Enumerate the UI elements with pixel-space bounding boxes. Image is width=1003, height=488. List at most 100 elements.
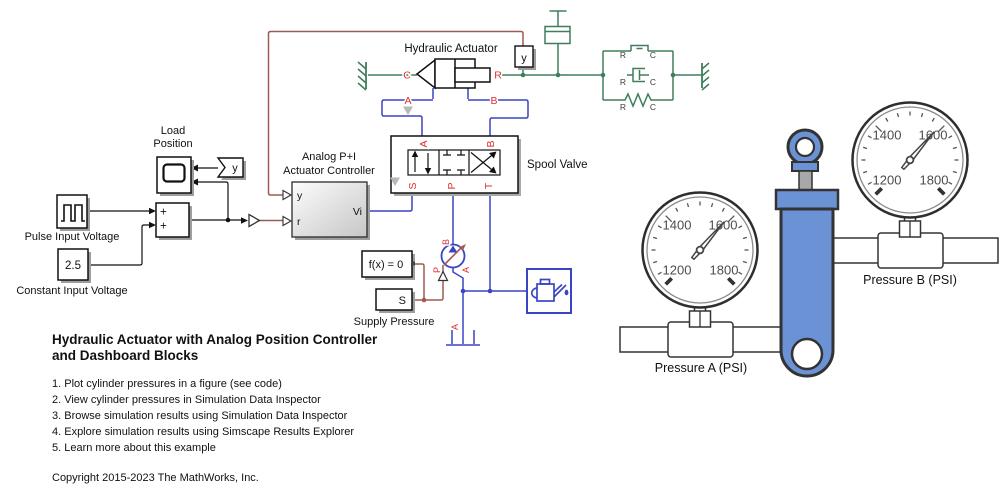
from-tag-text: y (232, 163, 238, 175)
controller-port-r-label: r (297, 216, 301, 228)
physical-signal-node (421, 297, 427, 303)
sum-block[interactable]: + + (155, 202, 192, 240)
cylinder-top-eye-hole (794, 136, 816, 158)
description-item-3[interactable]: 3. Browse simulation results using Simul… (52, 410, 348, 422)
spring-damper-network[interactable] (602, 44, 674, 108)
description-item-4[interactable]: 4. Explore simulation results using Sims… (52, 426, 355, 438)
description-title-line1: Hydraulic Actuator with Analog Position … (52, 332, 378, 347)
damper-port-c: C (650, 77, 656, 87)
mass-block[interactable] (544, 10, 571, 45)
actuator-port-a: A (404, 95, 411, 107)
mechanical-connections (357, 43, 710, 91)
constant-label: Constant Input Voltage (16, 285, 127, 297)
valve-port-t: T (483, 182, 495, 189)
supply-pressure-block[interactable]: S (375, 288, 415, 313)
description-item-5[interactable]: 5. Learn more about this example (52, 442, 216, 454)
gauge-a-hub (695, 245, 705, 255)
pulse-generator-block[interactable] (56, 194, 90, 231)
solver-port-nub (411, 261, 415, 266)
controller-label-line2: Actuator Controller (283, 165, 375, 177)
gauge-a-tick-label-1600: 1600 (709, 218, 738, 233)
from-tag-y[interactable]: y (216, 157, 246, 180)
hydraulic-fluid-block[interactable] (526, 268, 572, 314)
controller-label-line1: Analog P+I (302, 151, 356, 163)
cylinder-rod (798, 170, 813, 192)
pressure-gauge-a[interactable]: 1400 1600 1200 1800 (641, 191, 759, 328)
pipe-pressure-b (825, 232, 999, 269)
cylinder-body (779, 207, 835, 378)
constant-block[interactable]: 2.5 (57, 248, 91, 283)
direction-arrow-valve-s (390, 177, 400, 186)
controller-port-triangles (282, 189, 293, 227)
description-copyright: Copyright 2015-2023 The MathWorks, Inc. (52, 472, 259, 484)
spool-valve-icon-arrowheads (411, 150, 497, 175)
actuator-port-r: R (494, 70, 502, 82)
pump-arrowhead (459, 244, 466, 251)
description-item-2[interactable]: 2. View cylinder pressures in Simulation… (52, 394, 321, 406)
load-position-scope-block[interactable] (156, 156, 194, 196)
supply-label: Supply Pressure (354, 316, 435, 328)
gauge-a-end-marks (664, 276, 736, 286)
solver-configuration-block[interactable]: f(x) = 0 (361, 250, 415, 280)
gauge-a-tick-label-1400: 1400 (663, 218, 692, 233)
mechanical-nodes (520, 72, 676, 78)
hydraulic-cylinder-graphic (774, 128, 840, 378)
pump-arrow-icon (443, 246, 463, 266)
solver-text: f(x) = 0 (369, 259, 404, 271)
goto-tag-y[interactable]: y (514, 45, 536, 70)
pump-triangle-icon (448, 245, 458, 253)
sum-sign-2: + (160, 221, 167, 233)
pressure-source-block[interactable] (440, 243, 467, 269)
controller-port-vi-label: Vi (353, 206, 362, 218)
cylinder-cap (774, 188, 840, 211)
description-title: Hydraulic Actuator with Analog Position … (52, 332, 377, 364)
description: Hydraulic Actuator with Analog Position … (52, 332, 377, 486)
goto-tag-text: y (521, 53, 527, 65)
simulink-ps-converter[interactable] (248, 213, 261, 228)
valve-port-p: P (446, 182, 458, 189)
hydraulic-actuator-block[interactable] (415, 58, 491, 90)
gauge-b-tick-label-1200: 1200 (873, 173, 902, 188)
pulse-label: Pulse Input Voltage (25, 231, 120, 243)
controller-block[interactable]: y r Vi (291, 181, 370, 240)
damper-port-r: R (620, 77, 626, 87)
pressure-gauge-b[interactable]: 1400 1600 1200 1800 (851, 101, 969, 238)
tank-port-a: A (450, 324, 460, 330)
spring-port-c: C (650, 102, 656, 112)
pulse-wave-icon (61, 204, 85, 222)
valve-port-a: A (418, 140, 430, 147)
gauge-b-hub (905, 155, 915, 165)
gauge-b-tick-label-1800: 1800 (920, 173, 949, 188)
signal-branch-node (225, 217, 231, 223)
constant-value: 2.5 (65, 260, 81, 272)
valve-port-s: S (407, 182, 419, 189)
actuator-port-b: B (490, 95, 497, 107)
spool-valve-block[interactable] (390, 135, 521, 196)
description-item-1[interactable]: 1. Plot cylinder pressures in a figure (… (52, 378, 282, 390)
physical-signal-connections (259, 30, 524, 301)
pump-port-p: P (432, 267, 442, 273)
spring-port-r: R (620, 102, 626, 112)
oil-can-icon (530, 278, 569, 302)
hydraulic-connections (367, 88, 529, 346)
scope-label-line2: Position (153, 138, 192, 150)
tank-block (446, 330, 480, 346)
pressure-a-label: Pressure A (PSI) (655, 361, 747, 375)
pipe-pressure-a (619, 321, 789, 358)
cylinder-bottom-eye-hole (790, 337, 824, 371)
description-title-line2: and Dashboard Blocks (52, 348, 199, 363)
pump-port-a: A (461, 267, 471, 273)
supply-text: S (399, 295, 406, 307)
gauge-b-end-marks (874, 186, 946, 196)
sum-sign-1: + (160, 207, 167, 219)
hardstop-port-c: C (650, 50, 656, 60)
hydraulic-nodes (460, 288, 493, 294)
scope-label-line1: Load (161, 125, 185, 137)
hardstop-port-r: R (620, 50, 626, 60)
signal-arrowheads (149, 164, 248, 229)
supply-ps-converter[interactable] (437, 270, 449, 282)
gauge-a-tick-label-1800: 1800 (710, 263, 739, 278)
pressure-b-label: Pressure B (PSI) (863, 273, 957, 287)
actuator-port-c: C (403, 70, 411, 82)
